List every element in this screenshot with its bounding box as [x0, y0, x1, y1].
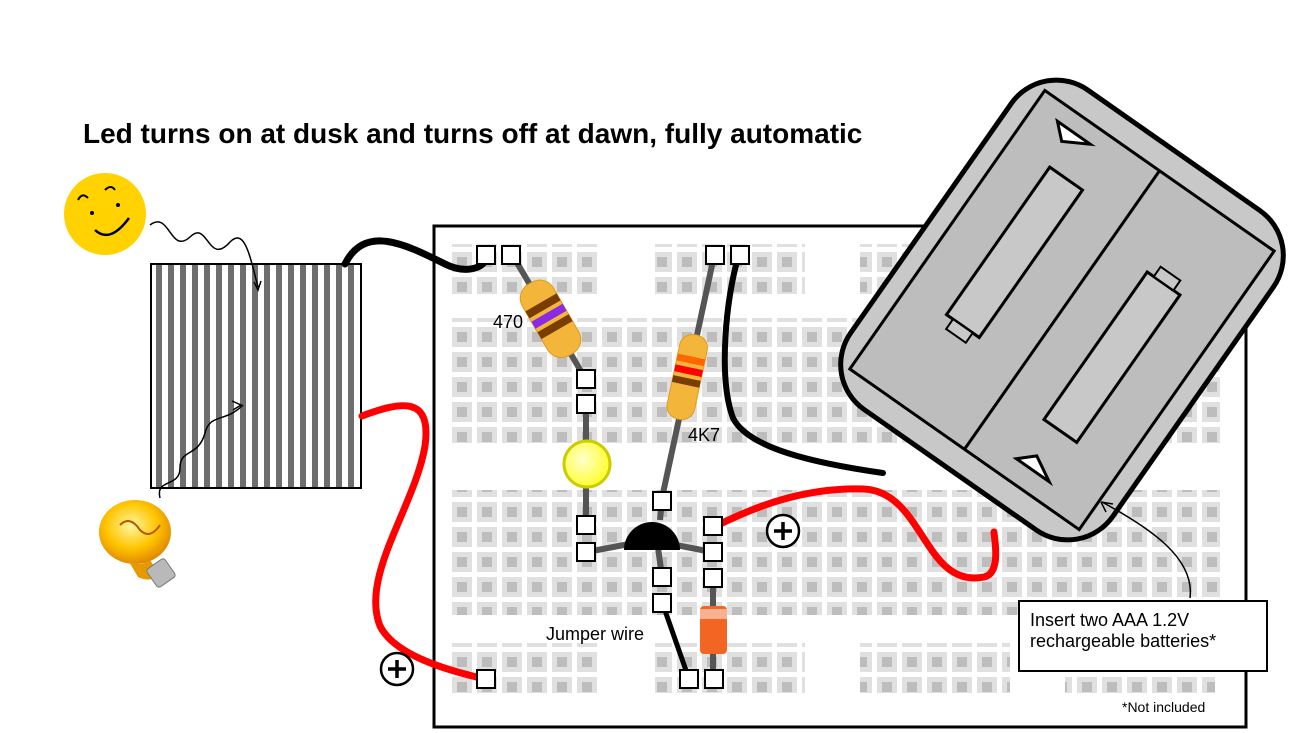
- jumper-wire: [659, 601, 692, 680]
- resistor-470: [510, 254, 588, 380]
- red-wire-panel: [358, 402, 489, 683]
- callout-pointer: [1101, 501, 1192, 599]
- black-wire-battery: [721, 255, 886, 476]
- sun-icon: [64, 173, 146, 255]
- red-wire-battery: [710, 485, 1000, 582]
- led: [562, 404, 612, 524]
- transistor: [586, 499, 713, 577]
- light-bulb-icon: [99, 500, 176, 588]
- battery-callout: Insert two AAA 1.2V rechargeable batteri…: [1018, 600, 1268, 672]
- callout-line-2: rechargeable batteries*: [1030, 631, 1217, 651]
- jumper-wire-label: Jumper wire: [546, 624, 645, 644]
- callout-line-1: Insert two AAA 1.2V: [1030, 610, 1190, 630]
- plus-circle-icon: [765, 513, 801, 549]
- resistor-4k7: [659, 255, 717, 499]
- diode: [700, 578, 727, 679]
- footnote: *Not included: [1122, 699, 1206, 715]
- light-sensor-panel: [150, 263, 362, 489]
- battery-holder: [838, 77, 1286, 543]
- resistor-4k7-label: 4K7: [688, 425, 721, 445]
- light-ray-bulb: [158, 404, 244, 499]
- resistor-470-label: 470: [493, 312, 524, 332]
- plus-circle-icon: [379, 651, 415, 687]
- black-wire-panel: [341, 237, 491, 273]
- highlighted-holes: [476, 245, 750, 689]
- light-ray-sun: [149, 221, 259, 288]
- page-title: Led turns on at dusk and turns off at da…: [83, 118, 863, 149]
